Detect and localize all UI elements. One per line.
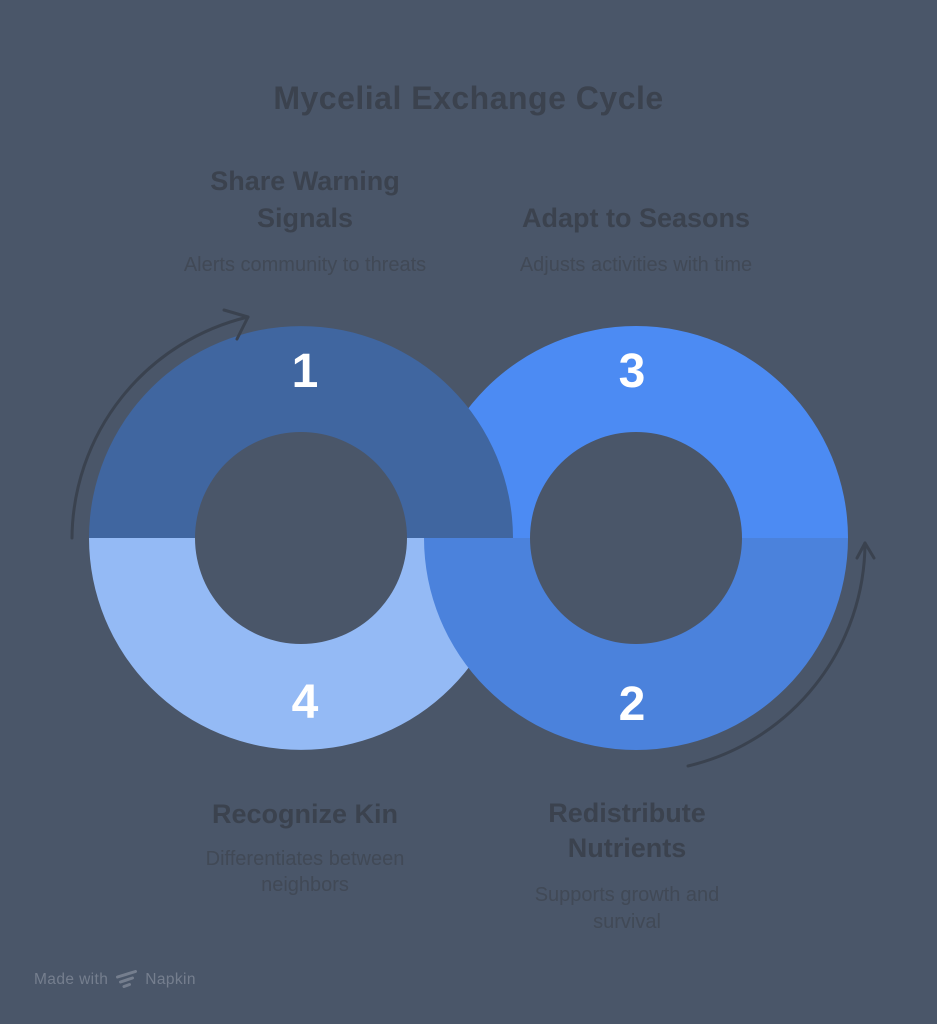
step-3-description: Adjusts activities with time (519, 254, 753, 276)
step-2-number: 2 (618, 678, 646, 731)
step-3-label: Adapt to Seasons (521, 203, 751, 233)
step-2-label: Redistribute Nutrients (548, 798, 706, 863)
step-1-description: Alerts community to threats (183, 254, 427, 276)
flow-arrow-left (70, 315, 250, 540)
watermark-brand: Napkin (145, 970, 196, 988)
step-3-number: 3 (618, 345, 646, 398)
step-4-label: Recognize Kin (211, 799, 399, 829)
flow-arrow-right-head (855, 541, 876, 560)
step-2-description: Supports growth and survival (534, 884, 720, 933)
flow-arrow-right (686, 541, 867, 768)
napkin-logo-icon (116, 970, 138, 988)
loop-segment-4 (89, 538, 513, 750)
flow-arrow-left-head (222, 308, 250, 341)
step-1-label: Share Warning Signals (210, 166, 400, 233)
step-1-number: 1 (291, 345, 319, 398)
step-4-description: Differentiates between neighbors (205, 848, 405, 896)
diagram-title: Mycelial Exchange Cycle (273, 80, 664, 116)
step-4-number: 4 (291, 676, 319, 729)
loop-segment-2 (424, 538, 848, 750)
watermark-text: Made with (34, 970, 109, 988)
napkin-watermark: Made with Napkin (34, 969, 196, 990)
loop-segment-3 (424, 326, 848, 538)
loop-segment-1 (89, 326, 513, 538)
